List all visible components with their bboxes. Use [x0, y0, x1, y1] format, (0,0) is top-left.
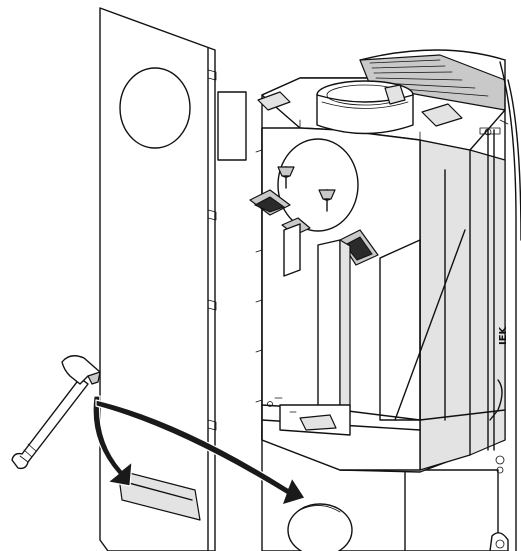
instruction-arrows [92, 395, 306, 506]
top-block [421, 103, 463, 127]
side-facet [419, 139, 506, 471]
hammer-handle [11, 377, 89, 470]
appliance-body: IEK [217, 49, 521, 551]
wing-nut-icon [277, 166, 295, 189]
handle-slot [117, 469, 201, 521]
cover-plate [277, 138, 359, 232]
door-window [119, 67, 191, 149]
wing-nut-icon [318, 189, 336, 212]
flue-pipe-edge [499, 61, 517, 551]
hammer-icon [11, 355, 101, 470]
hinge-tab [217, 91, 247, 161]
vertical-duct [317, 239, 341, 426]
bottom-outlet [287, 503, 353, 551]
arrow-down-right [95, 399, 306, 506]
brand-label: IEK [498, 325, 509, 345]
flue-collar-body [316, 94, 414, 135]
